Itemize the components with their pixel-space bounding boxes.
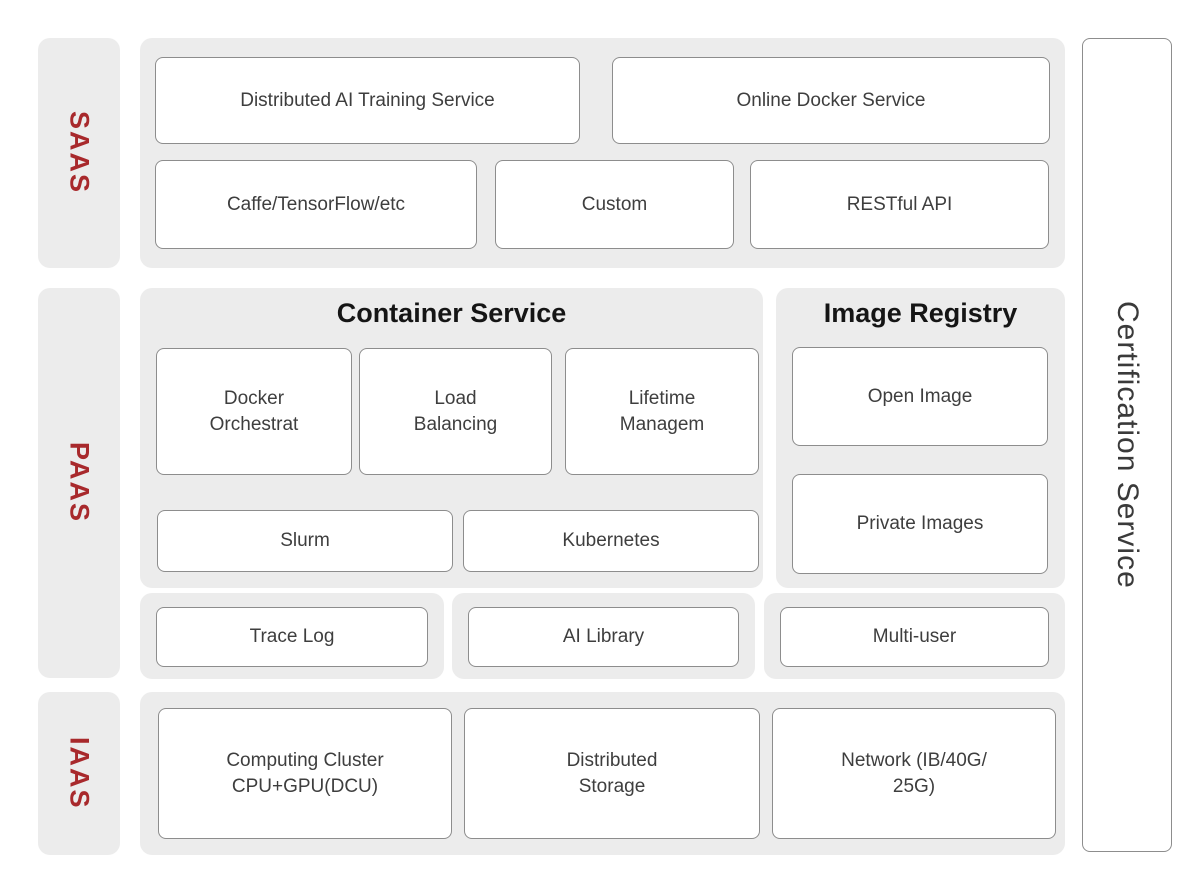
- box-lifetime-managem: Lifetime Managem: [565, 348, 759, 475]
- multi-user-panel: Multi-user: [764, 593, 1065, 679]
- box-trace-log: Trace Log: [156, 607, 428, 667]
- box-load-balancing: Load Balancing: [359, 348, 552, 475]
- box-slurm: Slurm: [157, 510, 453, 572]
- iaas-panel: Computing Cluster CPU+GPU(DCU) Distribut…: [140, 692, 1065, 855]
- image-registry-panel: Image Registry Open Image Private Images: [776, 288, 1065, 588]
- trace-log-panel: Trace Log: [140, 593, 444, 679]
- certification-service-label: Certification Service: [1111, 301, 1144, 589]
- layer-label-saas: SAAS: [64, 111, 95, 195]
- layer-label-paas: PAAS: [64, 442, 95, 524]
- certification-service-strip: Certification Service: [1082, 38, 1172, 852]
- layer-panel-iaas: IAAS: [38, 692, 120, 855]
- box-multi-user: Multi-user: [780, 607, 1049, 667]
- layer-label-iaas: IAAS: [64, 737, 95, 810]
- box-open-image: Open Image: [792, 347, 1048, 446]
- image-registry-title: Image Registry: [823, 298, 1018, 328]
- box-ai-library: AI Library: [468, 607, 739, 667]
- box-distributed-storage: Distributed Storage: [464, 708, 760, 839]
- ai-library-panel: AI Library: [452, 593, 755, 679]
- box-online-docker-service: Online Docker Service: [612, 57, 1050, 144]
- box-docker-orchestrat: Docker Orchestrat: [156, 348, 352, 475]
- layer-panel-saas: SAAS: [38, 38, 120, 268]
- layer-panel-paas: PAAS: [38, 288, 120, 678]
- box-restful-api: RESTful API: [750, 160, 1049, 249]
- container-service-panel: Container Service Docker Orchestrat Load…: [140, 288, 763, 588]
- box-kubernetes: Kubernetes: [463, 510, 759, 572]
- box-custom: Custom: [495, 160, 734, 249]
- container-service-title: Container Service: [336, 298, 567, 328]
- box-private-images: Private Images: [792, 474, 1048, 574]
- box-distributed-ai-training-service: Distributed AI Training Service: [155, 57, 580, 144]
- box-computing-cluster: Computing Cluster CPU+GPU(DCU): [158, 708, 452, 839]
- box-network: Network (IB/40G/ 25G): [772, 708, 1056, 839]
- saas-panel: Distributed AI Training Service Online D…: [140, 38, 1065, 268]
- box-caffe-tensorflow-etc: Caffe/TensorFlow/etc: [155, 160, 477, 249]
